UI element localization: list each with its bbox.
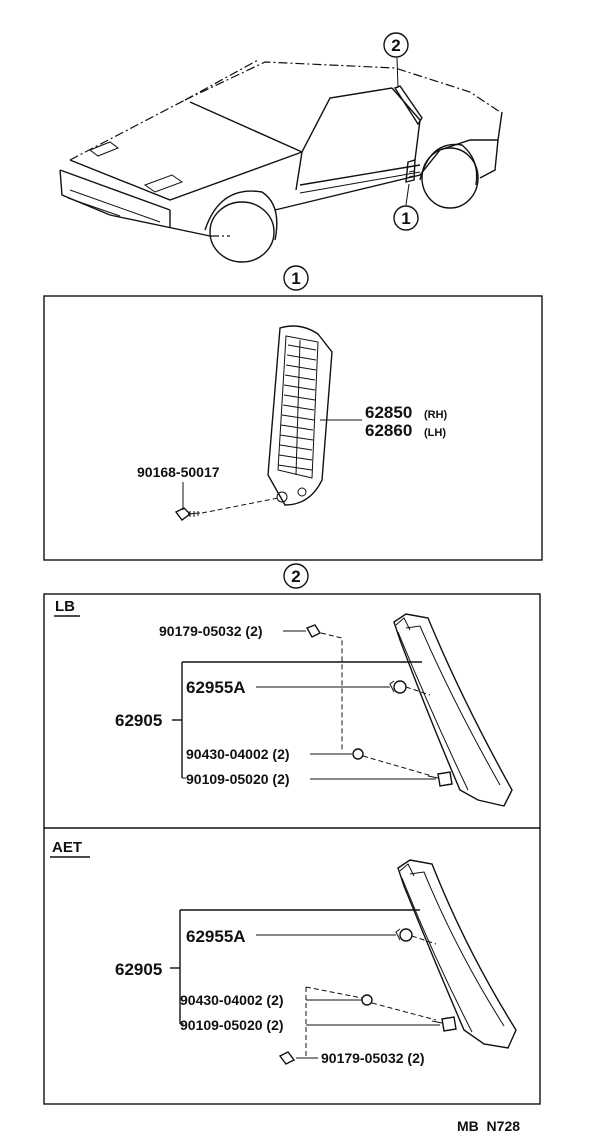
aet-part-90179-05032: 90179-05032 (2): [321, 1050, 425, 1066]
aet-assembly-62905: 62905: [115, 960, 162, 979]
clip-icon-aet: [395, 928, 413, 942]
section-2-frame: [43, 593, 541, 1105]
section-1-marker: [283, 265, 309, 291]
lb-label: LB: [55, 598, 75, 615]
nut-icon-aet: [278, 1051, 296, 1065]
screw-icon-aet: [431, 1016, 457, 1032]
diagram-code: MB N728: [457, 1118, 520, 1134]
grommet-icon: [352, 748, 364, 760]
section-1-marker-label: 1: [291, 269, 300, 288]
aet-part-62955A: 62955A: [186, 927, 246, 946]
subsection-aet: AET 62955A 62905 90430-04002 (2) 90109-0…: [50, 839, 517, 1066]
lb-part-62955A: 62955A: [186, 678, 246, 697]
tag-rh: (RH): [424, 409, 448, 421]
pillar-moulding-aet: [397, 859, 517, 1049]
part-62860: 62860: [365, 421, 412, 440]
subsection-lb: LB 90179-05032 (2) 62955A 62905 90430-04…: [54, 598, 513, 807]
aet-label: AET: [52, 839, 82, 856]
lb-part-90179-05032: 90179-05032 (2): [159, 623, 263, 639]
screw-icon: [174, 507, 201, 521]
callout-1-label: 1: [401, 209, 410, 228]
screw-icon-lb: [427, 771, 453, 787]
nut-icon: [305, 624, 322, 638]
callout-1-circle: [393, 205, 419, 231]
callout-2-circle: [383, 32, 409, 58]
car-illustration: 2 1: [59, 32, 503, 263]
part-90168-50017: 90168-50017: [137, 464, 220, 480]
lb-part-90109-05020: 90109-05020 (2): [186, 771, 290, 787]
tag-lh: (LH): [424, 427, 446, 439]
aet-part-90109-05020: 90109-05020 (2): [180, 1017, 284, 1033]
side-vent-louver: [267, 325, 333, 506]
callout-2-label: 2: [391, 36, 400, 55]
clip-icon: [389, 680, 407, 694]
aet-part-90430-04002: 90430-04002 (2): [180, 992, 284, 1008]
section-1-frame: [43, 295, 543, 561]
lb-part-90430-04002: 90430-04002 (2): [186, 746, 290, 762]
section-2-marker-label: 2: [291, 567, 300, 586]
grommet-icon-aet: [361, 994, 373, 1006]
lb-assembly-62905: 62905: [115, 711, 162, 730]
section-2-marker: [283, 563, 309, 589]
pillar-moulding-lb: [393, 613, 513, 807]
section-1: 1: [43, 265, 543, 561]
part-62850: 62850: [365, 403, 412, 422]
section-2: 2: [43, 563, 541, 1105]
